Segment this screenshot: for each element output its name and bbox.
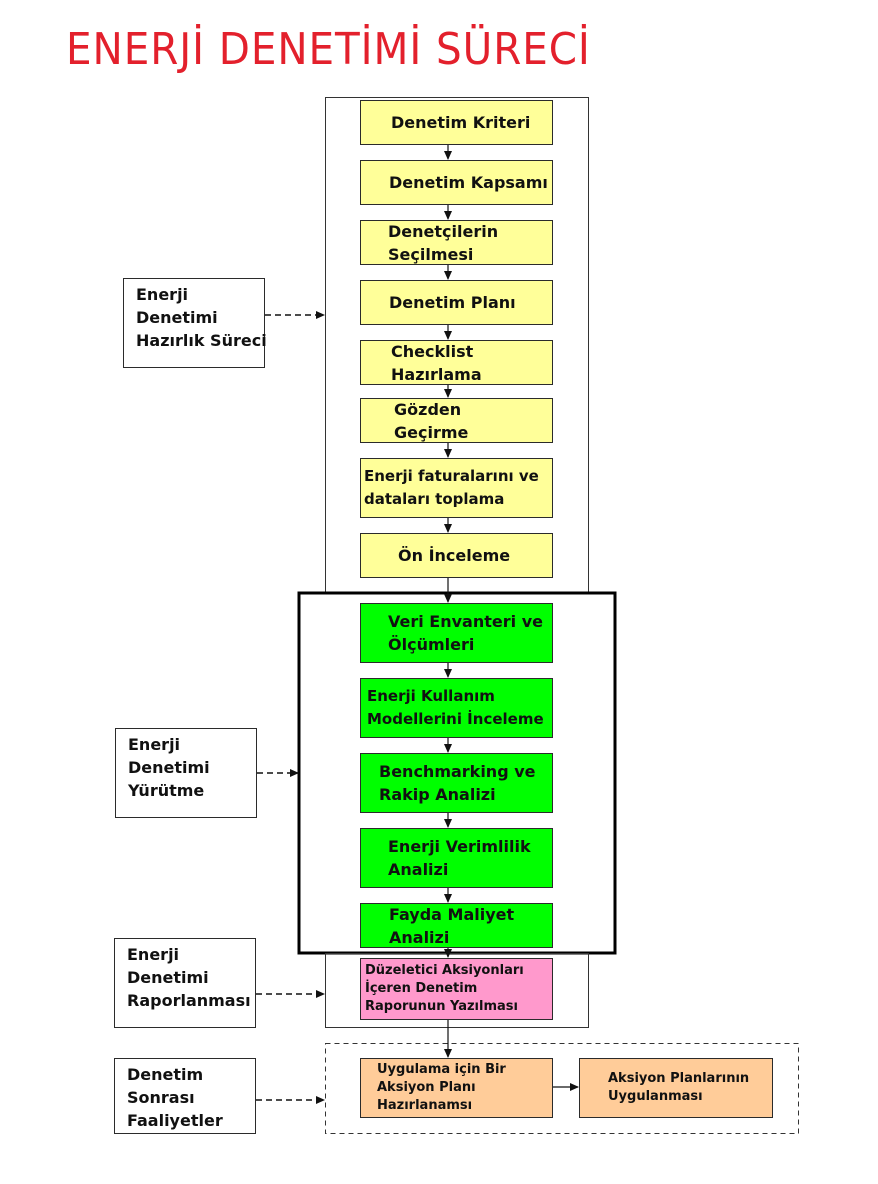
phase-label-execution: Enerji Denetimi Yürütme <box>115 728 257 818</box>
step-fayda-maliyet: Fayda Maliyet Analizi <box>360 903 553 948</box>
step-rapor-yazilmasi: Düzeletici Aksiyonları İçeren Denetim Ra… <box>360 958 553 1020</box>
post-frame <box>325 1043 799 1134</box>
step-enerji-verimlilik: Enerji Verimlilik Analizi <box>360 828 553 888</box>
step-aksiyon-plani-hazirlama: Uygulama için Bir Aksiyon Planı Hazırlan… <box>360 1058 553 1118</box>
step-on-inceleme: Ön İnceleme <box>360 533 553 578</box>
phase-label-post: Denetim Sonrası Faaliyetler <box>114 1058 256 1134</box>
step-checklist-hazirlama: Checklist Hazırlama <box>360 340 553 385</box>
reporting-frame <box>325 953 589 1028</box>
step-enerji-kullanim: Enerji Kullanım Modellerini İnceleme <box>360 678 553 738</box>
step-benchmarking: Benchmarking ve Rakip Analizi <box>360 753 553 813</box>
step-denetim-kapsami: Denetim Kapsamı <box>360 160 553 205</box>
step-denetim-plani: Denetim Planı <box>360 280 553 325</box>
page-title: ENERJİ DENETİMİ SÜRECİ <box>66 24 591 75</box>
flow-arrows <box>256 145 579 1104</box>
step-veri-envanteri: Veri Envanteri ve Ölçümleri <box>360 603 553 663</box>
phase-label-preparation: Enerji Denetimi Hazırlık Süreci <box>123 278 267 368</box>
step-denetcilerin-secilmesi: Denetçilerin Seçilmesi <box>360 220 553 265</box>
step-enerji-faturalari: Enerji faturalarını ve dataları toplama <box>360 458 553 518</box>
phase-label-reporting: Enerji Denetimi Raporlanması <box>114 938 256 1028</box>
step-gozden-gecirme: Gözden Geçirme <box>360 398 553 443</box>
step-aksiyon-uygulanmasi: Aksiyon Planlarının Uygulanması <box>579 1058 773 1118</box>
step-denetim-kriteri: Denetim Kriteri <box>360 100 553 145</box>
